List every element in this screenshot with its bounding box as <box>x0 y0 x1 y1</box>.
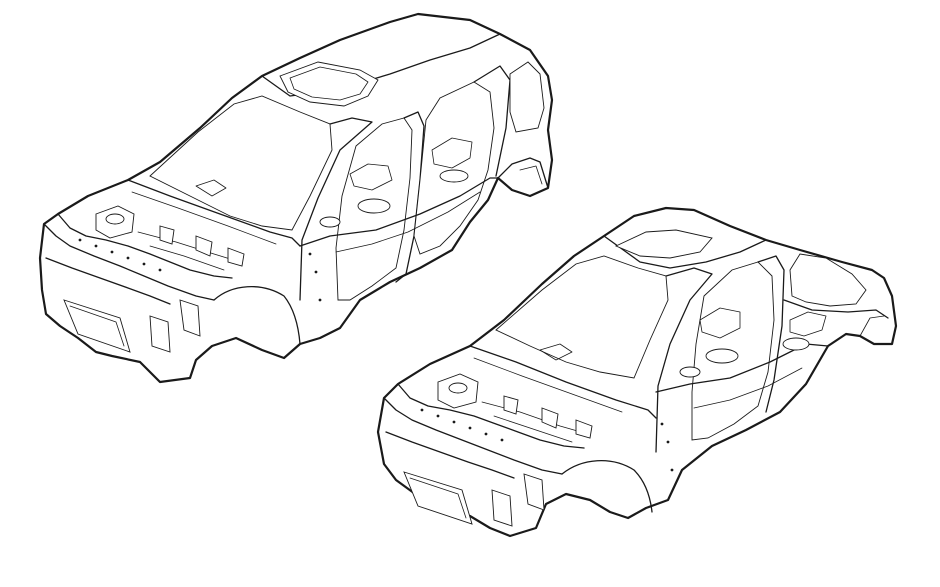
wagon-windshield-opening <box>149 95 333 231</box>
wagon-wheel-arch <box>213 285 301 345</box>
wagon-a-pillar <box>299 117 373 301</box>
three-door-floor-pan <box>655 343 829 393</box>
body-shell-station-wagon <box>38 12 554 384</box>
three-door-roof-opening <box>614 229 713 259</box>
three-door-radiator-support <box>383 397 563 475</box>
three-door-rear-quarter <box>783 299 889 319</box>
three-door-cowl <box>469 345 657 419</box>
three-door-floor-recess-1 <box>705 348 739 364</box>
three-door-b-pillar <box>757 255 785 413</box>
three-door-floor-recess-2 <box>782 337 810 351</box>
wagon-front-rail-left <box>57 213 233 279</box>
three-door-windshield-opening <box>495 255 669 379</box>
wagon-rear-quarter <box>497 157 549 189</box>
wagon-floor-pan <box>299 177 499 247</box>
three-door-a-pillar <box>655 267 713 453</box>
wagon-radiator-opening <box>63 299 131 353</box>
three-door-front-rail <box>397 383 585 449</box>
wagon-radiator-support <box>43 223 215 301</box>
wagon-floor-recess-1 <box>357 198 391 214</box>
wagon-cowl <box>127 179 301 247</box>
wagon-floor-recess-2 <box>439 169 469 183</box>
three-door-radiator-opening <box>403 471 473 525</box>
three-door-roof <box>603 207 767 269</box>
three-door-rear-opening <box>789 253 867 307</box>
body-shell-three-door <box>376 206 898 538</box>
wagon-quarter-window <box>509 61 545 133</box>
three-door-wheel-arch <box>561 460 653 513</box>
